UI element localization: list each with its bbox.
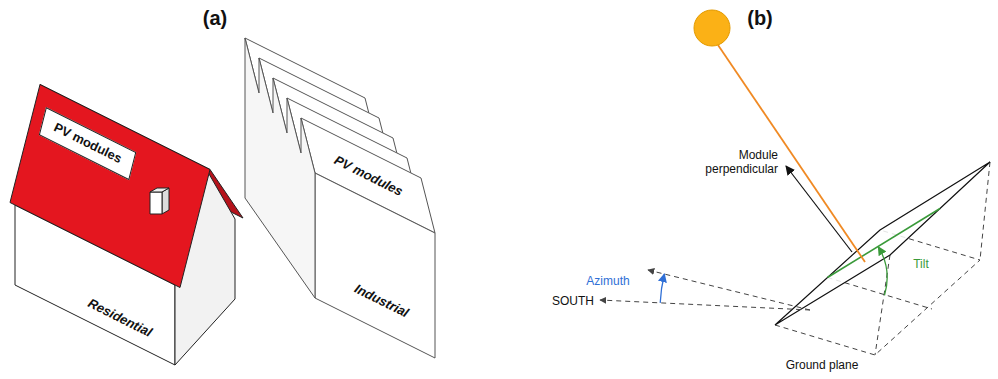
projection-line xyxy=(875,255,890,355)
tilt-arc xyxy=(878,247,887,295)
plane-label: Ground plane xyxy=(786,359,859,373)
pv-module-panel: PV modules xyxy=(39,107,136,180)
geometry-figure xyxy=(600,10,990,355)
angle-label: Azimuth xyxy=(586,275,629,289)
projection-line xyxy=(980,162,990,260)
industrial-building xyxy=(245,38,435,358)
azimuth-arc xyxy=(660,274,664,303)
building-label: Residential xyxy=(86,296,155,340)
sawtooth-end-wall xyxy=(245,38,315,298)
pv-label: PV modules xyxy=(331,153,404,200)
south-direction xyxy=(600,300,810,310)
module-plane xyxy=(775,162,990,325)
normal-arrow xyxy=(786,166,852,252)
module-direction xyxy=(648,270,810,310)
building-label: Industrial xyxy=(351,281,410,321)
chimney-front xyxy=(150,192,162,214)
roof-front-plane xyxy=(10,85,210,288)
panel-letter: (a) xyxy=(203,7,227,30)
node-text: PV modules xyxy=(52,120,122,168)
front-wall xyxy=(315,173,435,358)
direction-label: SOUTH xyxy=(552,295,594,309)
panel-letter: (b) xyxy=(747,7,773,30)
sun xyxy=(694,10,730,46)
chimney-top xyxy=(150,188,169,192)
angle-label: Tilt xyxy=(913,258,929,272)
residential-house xyxy=(10,85,243,366)
vector-label: Module perpendicular xyxy=(686,149,778,177)
